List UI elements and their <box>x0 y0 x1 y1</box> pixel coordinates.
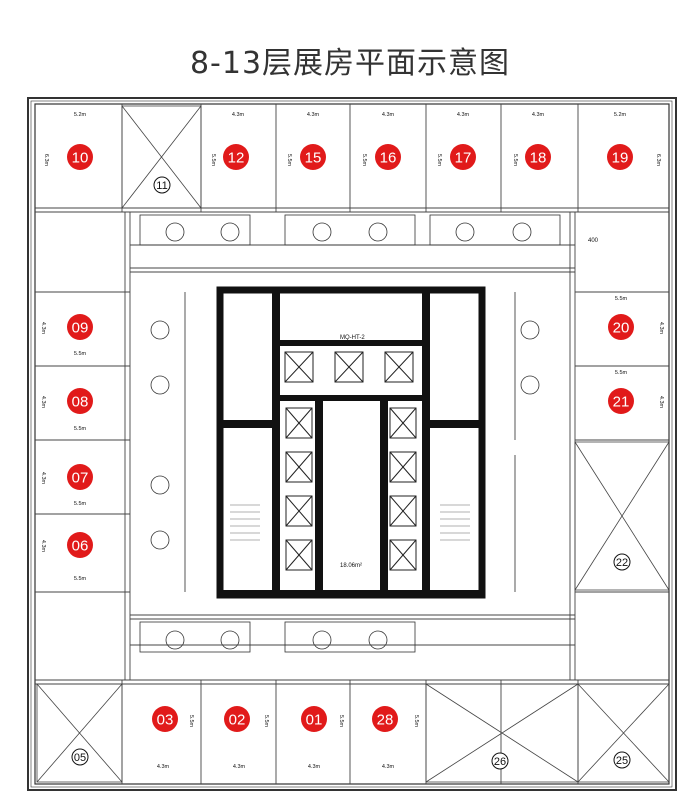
room-depth-21: 4.3m <box>658 396 664 409</box>
room-number-01: 01 <box>306 712 323 729</box>
room-width-03: 4.3m <box>157 764 170 770</box>
room-markers: 10 5.2m 6.3m 12 4.3m 5.5m 15 4.3m 5.5m 16 4.3m 5.5m… <box>40 112 664 770</box>
room-depth-20: 4.3m <box>658 322 664 335</box>
room-number-28: 28 <box>377 712 394 729</box>
room-marker-12 <box>223 144 249 170</box>
room-marker-28 <box>372 706 398 732</box>
room-marker-05 <box>71 748 89 766</box>
room-depth-10: 6.3m <box>43 154 49 167</box>
room-number-26: 26 <box>494 756 506 768</box>
room-marker-17 <box>450 144 476 170</box>
room-depth-08: 4.3m <box>40 396 46 409</box>
room-width-07: 5.5m <box>74 501 87 507</box>
room-number-10: 10 <box>72 150 89 167</box>
room-number-06: 06 <box>72 538 89 555</box>
room-marker-21 <box>608 388 634 414</box>
room-width-15: 4.3m <box>307 112 320 118</box>
room-marker-25 <box>613 751 631 769</box>
room-width-06: 5.5m <box>74 576 87 582</box>
room-width-08: 5.5m <box>74 426 87 432</box>
corner-dimension-label: 400 <box>588 238 599 244</box>
room-depth-28: 5.5m <box>413 715 419 728</box>
room-number-17: 17 <box>455 150 472 167</box>
room-width-18: 4.3m <box>532 112 545 118</box>
room-width-21: 5.5m <box>615 370 628 376</box>
room-marker-20 <box>608 314 634 340</box>
room-width-19: 5.2m <box>614 112 627 118</box>
elevators <box>230 351 470 571</box>
room-depth-16: 5.5m <box>361 154 367 167</box>
room-depth-19: 6.3m <box>655 154 661 167</box>
room-number-16: 16 <box>380 150 397 167</box>
core-area-label: 18.06m² <box>340 563 362 569</box>
room-marker-19 <box>607 144 633 170</box>
room-marker-16 <box>375 144 401 170</box>
room-number-05: 05 <box>74 752 86 764</box>
room-number-21: 21 <box>613 394 630 411</box>
room-depth-01: 5.5m <box>338 715 344 728</box>
room-width-01: 4.3m <box>308 764 321 770</box>
room-number-09: 09 <box>72 320 89 337</box>
room-number-07: 07 <box>72 470 89 487</box>
room-marker-10 <box>67 144 93 170</box>
bathroom-fixtures <box>139 214 561 653</box>
void-shafts <box>36 105 670 783</box>
outer-walls <box>27 97 677 791</box>
room-marker-06 <box>67 532 93 558</box>
room-marker-03 <box>152 706 178 732</box>
room-depth-06: 4.3m <box>40 540 46 553</box>
room-depth-03: 5.5m <box>188 715 194 728</box>
room-depth-07: 4.3m <box>40 472 46 485</box>
room-number-19: 19 <box>612 150 629 167</box>
room-number-18: 18 <box>530 150 547 167</box>
room-number-22: 22 <box>616 557 628 569</box>
room-marker-15 <box>300 144 326 170</box>
room-width-17: 4.3m <box>457 112 470 118</box>
room-marker-07 <box>67 464 93 490</box>
room-marker-18 <box>525 144 551 170</box>
room-number-03: 03 <box>157 712 174 729</box>
room-marker-09 <box>67 314 93 340</box>
page-title: 8-13层展房平面示意图 <box>189 46 511 81</box>
room-number-02: 02 <box>229 712 246 729</box>
room-marker-08 <box>67 388 93 414</box>
room-width-02: 4.3m <box>233 764 246 770</box>
room-width-09: 5.5m <box>74 351 87 357</box>
room-number-15: 15 <box>305 150 322 167</box>
room-depth-09: 4.3m <box>40 322 46 335</box>
room-number-20: 20 <box>613 320 630 337</box>
room-depth-12: 5.5m <box>210 154 216 167</box>
room-width-16: 4.3m <box>382 112 395 118</box>
room-marker-22 <box>613 553 631 571</box>
room-width-20: 5.5m <box>615 296 628 302</box>
room-width-10: 5.2m <box>74 112 87 118</box>
room-number-11: 11 <box>156 180 167 192</box>
core-label-top: MQ-HT-2 <box>340 335 365 341</box>
room-width-12: 4.3m <box>232 112 245 118</box>
room-width-28: 4.3m <box>382 764 395 770</box>
room-marker-01 <box>301 706 327 732</box>
room-marker-02 <box>224 706 250 732</box>
central-core <box>216 286 486 599</box>
room-number-12: 12 <box>228 150 245 167</box>
room-number-25: 25 <box>616 755 628 767</box>
room-depth-17: 5.5m <box>436 154 442 167</box>
room-depth-02: 5.5m <box>263 715 269 728</box>
room-depth-18: 5.5m <box>512 154 518 167</box>
room-marker-26 <box>491 752 509 770</box>
room-partitions <box>35 104 669 784</box>
room-depth-15: 5.5m <box>286 154 292 167</box>
room-marker-11 <box>153 176 171 194</box>
room-number-08: 08 <box>72 394 89 411</box>
